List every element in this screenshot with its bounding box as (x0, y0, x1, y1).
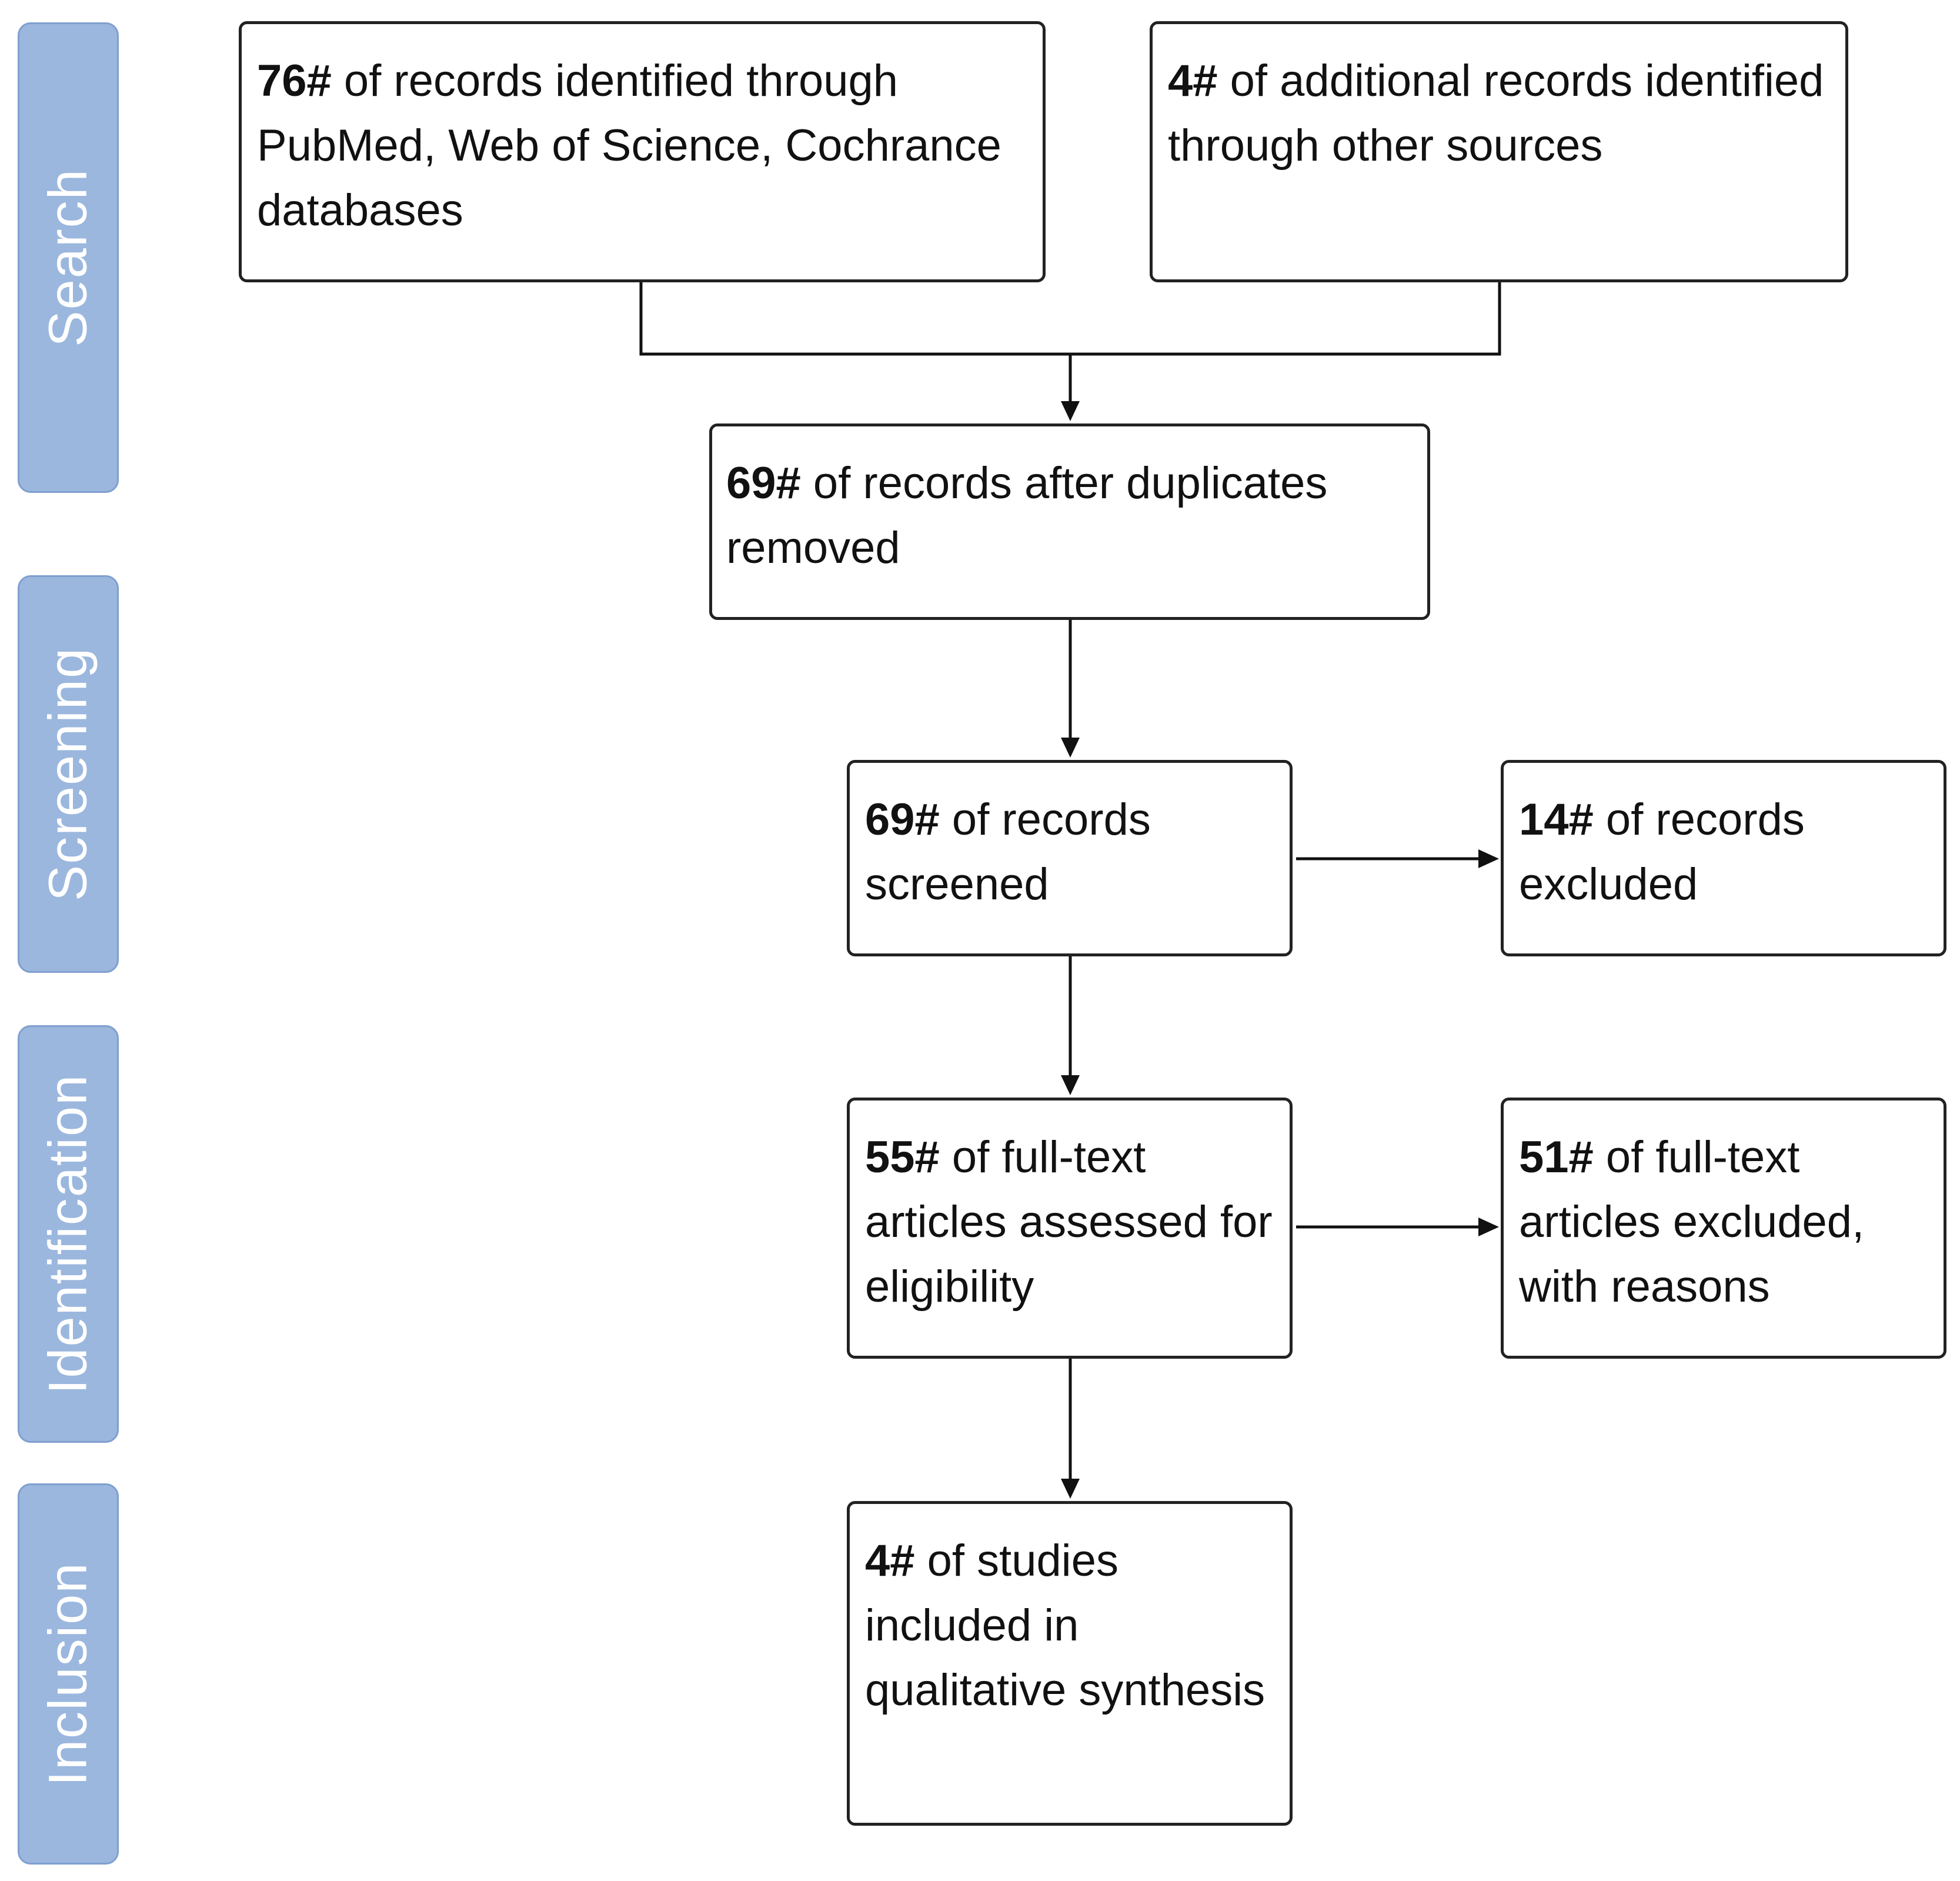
stage-bar-search: Search (18, 22, 119, 493)
stage-bar-identification: Identification (18, 1025, 119, 1443)
connector-search-merge (639, 282, 1501, 356)
arrowhead-to-full-text-excluded (1478, 1218, 1499, 1236)
box-studies-included: 4# of studies included in qualitative sy… (847, 1501, 1293, 1826)
full-text-excluded-text: of full-text articles excluded, with rea… (1519, 1132, 1865, 1312)
excluded-count: 14# (1519, 795, 1594, 845)
arrowhead-to-duplicates (1061, 401, 1080, 421)
after-duplicates-text: of records after duplicates removed (726, 458, 1328, 573)
box-full-text-excluded: 51# of full-text articles excluded, with… (1501, 1098, 1946, 1359)
arrowhead-to-screened (1061, 738, 1080, 758)
box-records-after-duplicates: 69# of records after duplicates removed (709, 423, 1430, 620)
excluded-text: of records excluded (1519, 795, 1805, 909)
full-text-text: of full-text articles assessed for eligi… (865, 1132, 1273, 1312)
arrowhead-to-excluded (1478, 849, 1499, 868)
stage-bar-screening: Screening (18, 575, 119, 973)
box-additional-records: 4# of additional records identified thro… (1150, 21, 1848, 282)
screened-count: 69# (865, 795, 940, 845)
arrowhead-to-full-text (1061, 1075, 1080, 1095)
full-text-excluded-count: 51# (1519, 1132, 1594, 1182)
additional-records-text: of additional records identified through… (1168, 56, 1824, 171)
box-records-identified: 76# of records identified through PubMed… (239, 21, 1046, 282)
after-duplicates-count: 69# (726, 458, 801, 508)
included-count: 4# (865, 1536, 915, 1586)
records-identified-text: of records identified through PubMed, We… (257, 56, 1001, 235)
additional-records-count: 4# (1168, 56, 1218, 106)
box-records-screened: 69# of records screened (847, 760, 1293, 956)
box-records-excluded: 14# of records excluded (1501, 760, 1946, 956)
screened-text: of records screened (865, 795, 1151, 909)
records-identified-count: 76# (257, 56, 332, 106)
included-text: of studies included in qualitative synth… (865, 1536, 1266, 1715)
box-full-text-assessed: 55# of full-text articles assessed for e… (847, 1098, 1293, 1359)
stage-bar-inclusion: Inclusion (18, 1483, 119, 1865)
arrowhead-to-included (1061, 1479, 1080, 1499)
full-text-count: 55# (865, 1132, 940, 1182)
